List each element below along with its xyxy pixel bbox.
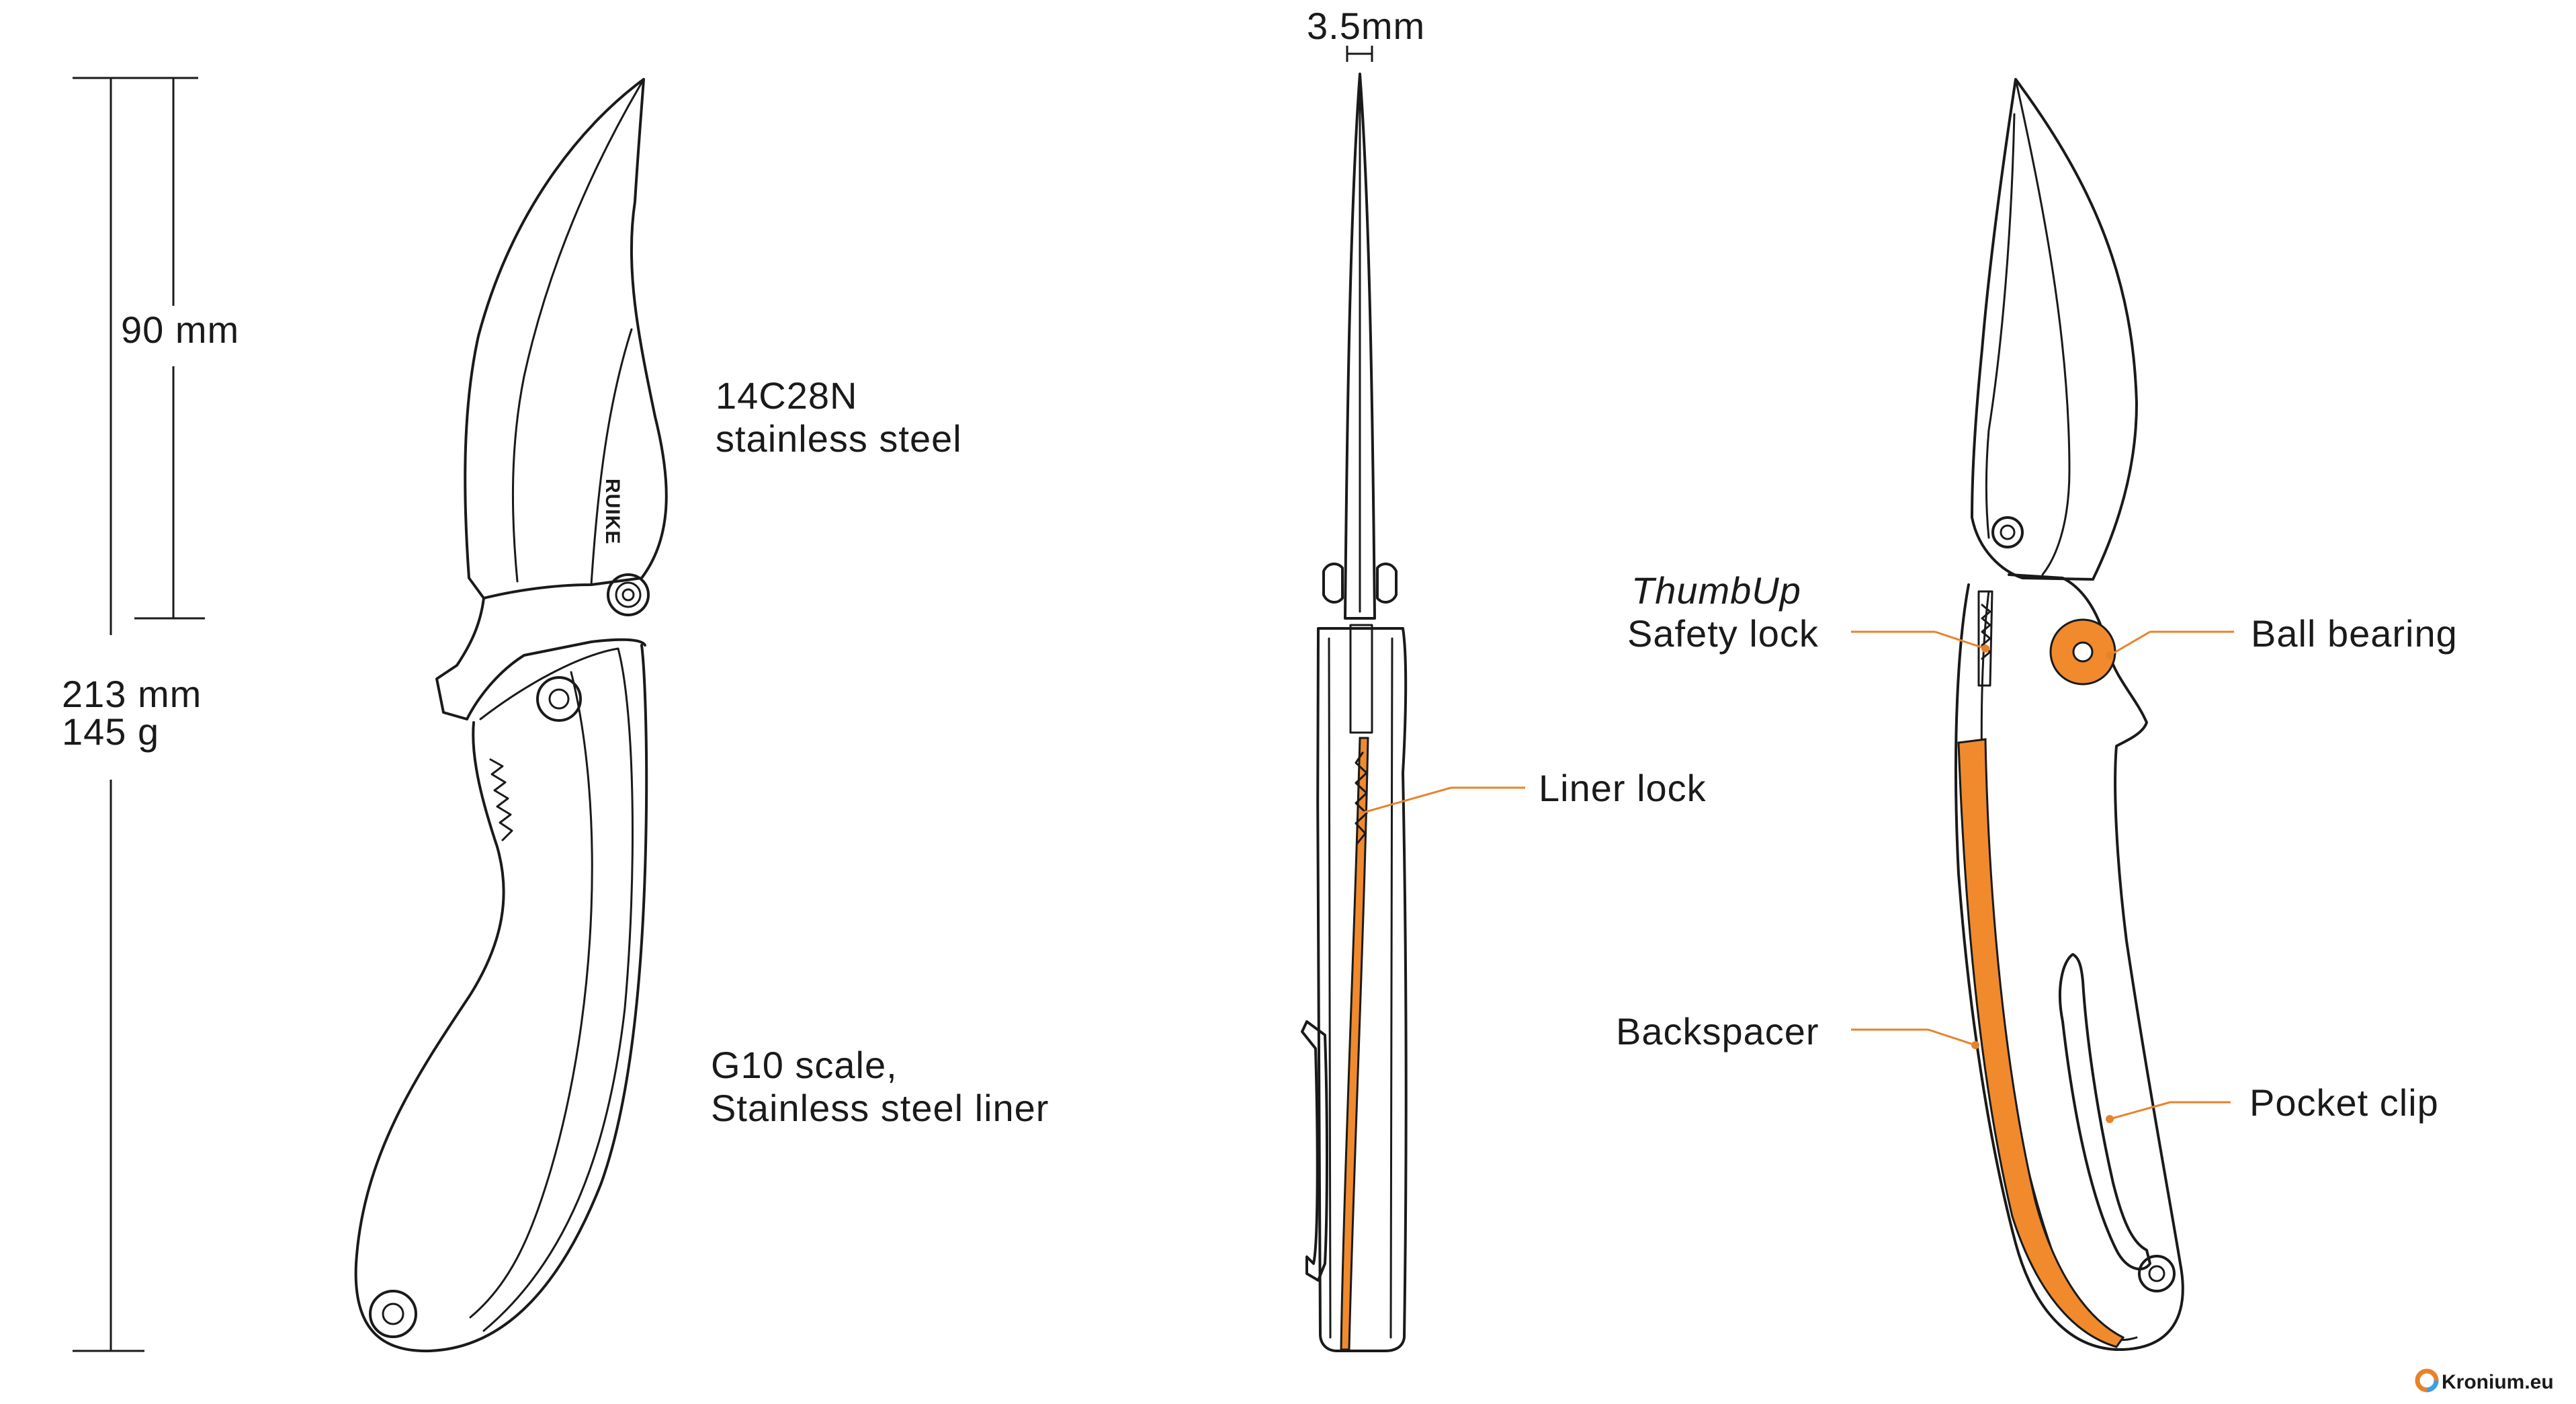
handle-scale-inner xyxy=(479,647,634,1332)
handle-screw-bottom xyxy=(369,1290,417,1338)
pivot-outer xyxy=(607,573,650,616)
handle-material-label-line1: G10 scale, xyxy=(711,1044,898,1086)
handle-spine-liner-right xyxy=(1389,637,1393,1339)
jimping-serration xyxy=(489,758,513,841)
backspacer-leader xyxy=(1928,1028,1976,1046)
blade-back-edge xyxy=(2014,78,2071,576)
blade-back-outline xyxy=(1971,78,2138,581)
backspacer-label: Backspacer xyxy=(1616,1010,1819,1052)
blade-edge-line xyxy=(511,78,645,583)
backspacer-leader-dot xyxy=(1971,1041,1979,1049)
thumbup-leader-dot xyxy=(1981,645,1989,653)
thumbup-leader xyxy=(1934,630,1986,650)
pivot-cap-right xyxy=(1376,563,1398,604)
blade-outline xyxy=(464,78,668,600)
blade-back-grind xyxy=(1985,113,2016,539)
liner-lock-leader xyxy=(1360,786,1452,815)
handle-outline xyxy=(354,644,648,1353)
thumbup-label-line1: ThumbUp xyxy=(1631,569,1801,612)
blade-steel-label-line1: 14C28N xyxy=(716,374,857,417)
thumbup-lock xyxy=(1977,590,1993,687)
ball-bearing-center xyxy=(2072,641,2094,663)
brand-logo: RUIKE xyxy=(601,479,624,544)
blade-tang-slot xyxy=(1349,624,1373,734)
pivot-inner xyxy=(615,581,642,608)
backspacer-back xyxy=(1957,738,2125,1348)
knife-spine-view-center xyxy=(1301,46,1408,1352)
thumbup-label-line2: Safety lock xyxy=(1627,612,1819,655)
watermark-text: Kronium.eu xyxy=(2442,1371,2554,1393)
blade-spine-outline xyxy=(1344,73,1376,620)
knife-back-view-right xyxy=(1954,78,2184,1352)
blade-steel-label-line2: stainless steel xyxy=(716,417,962,460)
blade-length-label: 90 mm xyxy=(121,308,239,351)
backspacer-spine xyxy=(1340,737,1369,1351)
handle-screw-bottom-inner xyxy=(382,1303,404,1325)
ball-bearing-leader xyxy=(2109,630,2151,657)
handle-back-inner xyxy=(1980,590,2138,1341)
pocket-clip-screw xyxy=(2138,1255,2176,1292)
watermark: Kronium.eu xyxy=(2415,1368,2554,1393)
thickness-label: 3.5mm xyxy=(1307,5,1425,47)
handle-material-label-line2: Stainless steel liner xyxy=(711,1087,1049,1129)
handle-scale-groove xyxy=(469,671,593,1319)
handle-back-outline xyxy=(1954,573,2184,1352)
watermark-ring-accent xyxy=(2415,1368,2439,1393)
pocket-clip-label: Pocket clip xyxy=(2249,1081,2439,1124)
handle-screw-top xyxy=(536,676,582,722)
pivot-center xyxy=(621,588,635,602)
pocket-clip-back xyxy=(2058,953,2151,1271)
liner-lock-spring xyxy=(1355,751,1368,845)
knife-side-view-left: RUIKE xyxy=(354,78,668,1353)
pocket-clip-leader xyxy=(2109,1101,2171,1120)
ball-bearing-leader-dot xyxy=(2106,651,2114,659)
pocket-clip-screw-inner xyxy=(2148,1265,2165,1282)
handle-spine-outline xyxy=(1316,627,1408,1352)
total-length-label: 213 mm xyxy=(62,673,202,715)
weight-label: 145 g xyxy=(62,710,159,753)
ball-bearing-label: Ball bearing xyxy=(2251,612,2458,655)
handle-spine-liner-left xyxy=(1328,637,1332,1339)
flipper-tab xyxy=(435,597,646,720)
pivot-cap-left xyxy=(1322,563,1344,604)
dimension-lines xyxy=(73,77,205,1352)
handle-screw-top-inner xyxy=(548,688,570,710)
thumb-stud-inner xyxy=(2000,524,2016,540)
blade-grind-line xyxy=(590,328,633,586)
pocket-clip-spine xyxy=(1301,1020,1328,1282)
pocket-clip-leader-dot xyxy=(2106,1115,2114,1123)
liner-lock-label: Liner lock xyxy=(1539,767,1707,809)
thumb-stud-outer xyxy=(1991,516,2024,548)
